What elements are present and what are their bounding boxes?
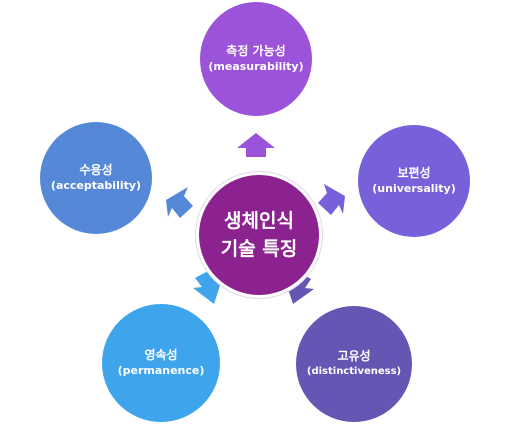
node-universality: 보편성 (universality) [358,125,470,237]
node-acceptability: 수용성 (acceptability) [40,122,152,234]
node-acceptability-en: (acceptability) [50,179,142,192]
node-universality-ko: 보편성 [397,166,431,180]
node-permanence-en: (permanence) [117,364,205,377]
node-measurability-en: (measurability) [208,60,304,73]
arrow-bottom-right [284,271,314,304]
arrow-up [237,133,275,157]
center-title-line2: 기술 특징 [220,238,298,260]
node-universality-en: (universality) [372,182,456,195]
node-measurability-ko: 측정 가능성 [226,44,286,58]
center-title-line1: 생체인식 [224,210,294,232]
node-permanence-ko: 영속성 [144,348,178,362]
center-node: 생체인식 기술 특징 [196,172,322,298]
node-acceptability-ko: 수용성 [79,163,113,177]
node-distinctiveness: 고유성 (distinctiveness) [296,306,412,422]
node-permanence: 영속성 (permanence) [102,304,220,422]
arrow-bottom-left [193,270,223,304]
arrow-right [318,184,345,215]
node-distinctiveness-en: (distinctiveness) [306,366,402,377]
node-measurability: 측정 가능성 (measurability) [200,2,312,116]
arrow-left [166,187,193,218]
node-distinctiveness-ko: 고유성 [337,349,371,363]
